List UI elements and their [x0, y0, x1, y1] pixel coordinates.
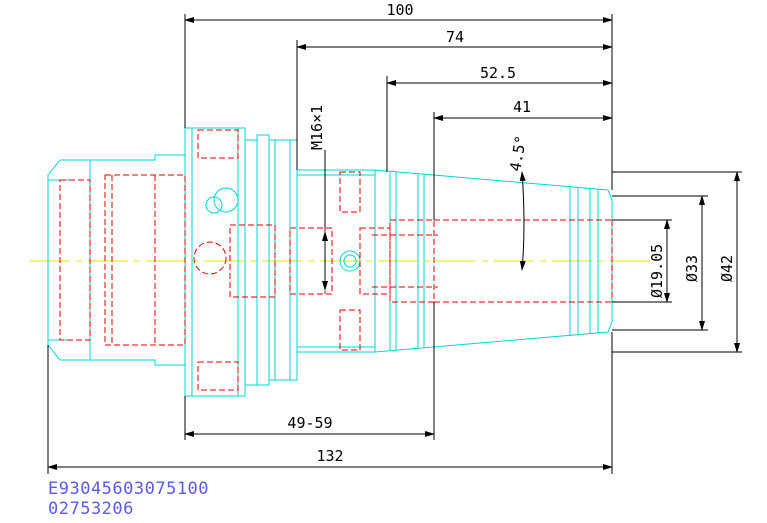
dim-dia-bore: Ø19.05 — [648, 244, 666, 298]
dim-74: 74 — [446, 28, 464, 46]
tool-outline — [47, 127, 613, 397]
part-number-line2: 02753206 — [48, 499, 134, 519]
dim-100: 100 — [386, 1, 413, 19]
dim-taper-angle: 4.5° — [506, 134, 530, 173]
dim-dia-outer: Ø42 — [718, 255, 736, 282]
dim-132: 132 — [316, 447, 343, 465]
dimension-lines — [47, 14, 742, 474]
part-number-line1: E93045603075100 — [48, 479, 210, 499]
dim-52-5: 52.5 — [480, 64, 516, 82]
dim-49-59: 49-59 — [287, 414, 332, 432]
dim-41: 41 — [513, 98, 531, 116]
dim-thread: M16×1 — [308, 105, 326, 150]
dim-dia-mid: Ø33 — [683, 255, 701, 282]
hidden-lines — [59, 129, 613, 391]
